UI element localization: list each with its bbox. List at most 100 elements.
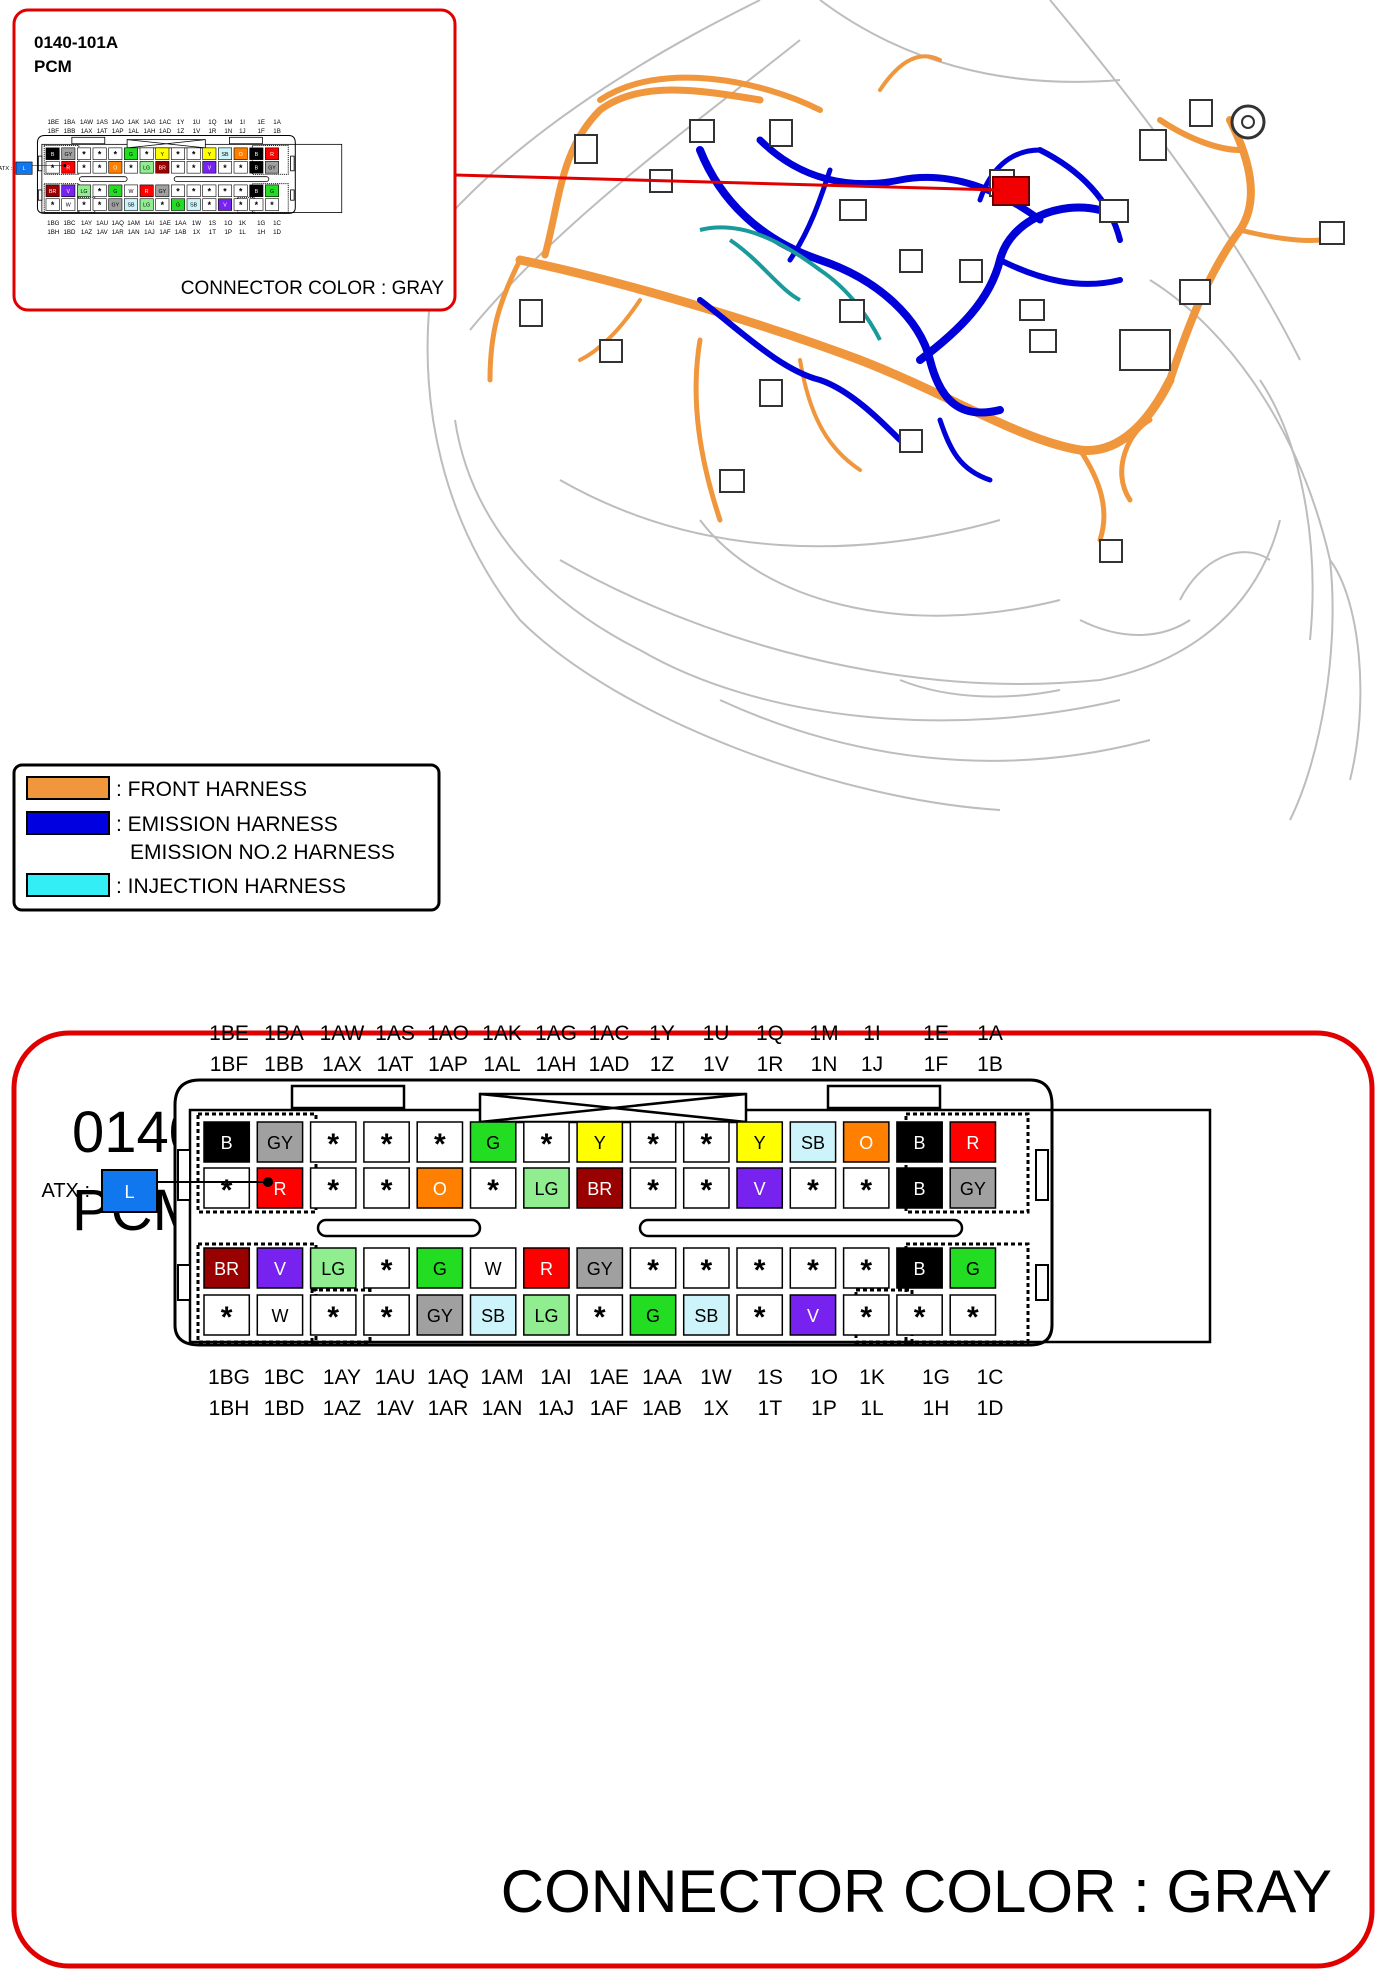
terminal-cell (523, 1294, 570, 1336)
terminal-wire-color: * (381, 1301, 393, 1334)
terminal-number-label: 1AF (159, 229, 171, 236)
legend-swatch-emission (26, 811, 110, 835)
terminal-cell (233, 161, 248, 174)
atx-wire-color: L (23, 166, 26, 172)
terminal-wire-color: B (51, 152, 55, 158)
terminal-cell (139, 147, 154, 160)
terminal-wire-color: GY (960, 1179, 986, 1199)
terminal-cell (108, 161, 123, 174)
terminal-number-label: 1K (239, 220, 247, 227)
terminal-wire-color: * (82, 149, 86, 159)
terminal-cell (171, 147, 185, 160)
terminal-number-label: 1J (239, 128, 246, 135)
connector-slot-left (79, 176, 128, 182)
terminal-number-label: 1AO (112, 119, 125, 126)
terminal-cell (576, 1121, 624, 1163)
terminal-wire-color: * (255, 200, 259, 210)
terminal-number-label: 1T (209, 229, 216, 236)
terminal-wire-color: * (239, 186, 243, 196)
connector-notch-right-0 (290, 155, 295, 172)
terminal-cell (203, 1167, 251, 1209)
terminal-wire-color: Y (594, 1133, 606, 1153)
terminal-wire-color: * (647, 1254, 659, 1287)
connector-slot-right (173, 176, 270, 182)
terminal-number-label: 1AT (377, 1053, 414, 1076)
terminal-cell (523, 1247, 570, 1289)
terminal-wire-color: * (914, 1301, 926, 1334)
terminal-number-label: 1AM (127, 220, 140, 227)
terminal-wire-color: GY (111, 203, 119, 209)
terminal-cell (124, 147, 138, 160)
terminal-cell (469, 1247, 517, 1289)
terminal-wire-color: G (646, 1306, 660, 1326)
terminal-number-label: 1S (209, 220, 217, 227)
terminal-number-label: 1R (757, 1053, 784, 1076)
terminal-cell (309, 1167, 357, 1209)
terminal-number-label: 1BB (64, 128, 76, 135)
terminal-cell (139, 198, 154, 211)
atx-wire-box (101, 1169, 158, 1213)
terminal-wire-color: O (239, 152, 243, 158)
terminal-cell (186, 198, 201, 211)
terminal-cell (576, 1294, 624, 1336)
terminal-cell (416, 1167, 464, 1209)
terminal-number-label: 1AL (483, 1053, 520, 1076)
terminal-cell (682, 1121, 730, 1163)
terminal-wire-color: BR (49, 189, 57, 195)
terminal-number-label: 1V (193, 128, 201, 135)
terminal-cell (309, 1247, 357, 1289)
connector-latch-cross (479, 1092, 747, 1124)
legend-swatch-front (26, 776, 110, 800)
terminal-number-label: 1D (977, 1397, 1004, 1420)
terminal-number-label: 1AW (320, 1022, 365, 1045)
terminal-wire-color: * (807, 1174, 819, 1207)
terminal-number-label: 1Z (650, 1053, 675, 1076)
terminal-wire-color: * (967, 1301, 979, 1334)
terminal-wire-color: G (270, 189, 274, 195)
terminal-wire-color: B (914, 1133, 926, 1153)
terminal-wire-color: B (914, 1179, 926, 1199)
terminal-number-label: 1AD (159, 128, 172, 135)
terminal-wire-color: * (239, 163, 243, 173)
terminal-number-label: 1AE (589, 1366, 629, 1389)
terminal-cell (363, 1294, 410, 1336)
terminal-wire-color: V (208, 165, 212, 171)
terminal-wire-color: V (807, 1306, 819, 1326)
terminal-wire-color: G (113, 189, 117, 195)
terminal-cell (92, 147, 107, 160)
terminal-wire-color: LG (143, 203, 150, 209)
terminal-cell (842, 1167, 890, 1209)
terminal-cell (842, 1294, 890, 1336)
terminal-wire-color: R (273, 1179, 286, 1199)
terminal-cell (256, 1247, 304, 1289)
terminal-cell (202, 198, 217, 211)
terminal-cell (249, 184, 264, 197)
terminal-number-label: 1Q (756, 1022, 784, 1045)
terminal-number-label: 1B (273, 128, 281, 135)
terminal-wire-color: * (145, 149, 149, 159)
terminal-wire-color: V (223, 203, 227, 209)
terminal-number-label: 1AH (536, 1053, 577, 1076)
terminal-number-label: 1A (273, 119, 281, 126)
terminal-wire-color: GY (587, 1259, 613, 1279)
terminal-cell (736, 1167, 784, 1209)
terminal-cell (249, 161, 264, 174)
connector-notch-right-0 (1035, 1149, 1049, 1201)
terminal-cell (265, 147, 279, 160)
terminal-wire-color: * (208, 200, 212, 210)
terminal-wire-color: BR (159, 165, 167, 171)
legend-label-front: : FRONT HARNESS (116, 778, 307, 801)
terminal-cell (949, 1294, 997, 1336)
terminal-cell (92, 161, 107, 174)
legend-frame (12, 763, 441, 912)
connector-notch-left-1 (37, 189, 43, 201)
terminal-number-label: 1BA (64, 119, 77, 126)
terminal-wire-color: Y (754, 1133, 766, 1153)
terminal-wire-color: O (433, 1179, 447, 1199)
terminal-wire-color: * (701, 1128, 713, 1161)
terminal-wire-color: * (82, 163, 86, 173)
terminal-wire-color: * (381, 1254, 393, 1287)
terminal-wire-color: LG (321, 1259, 345, 1279)
